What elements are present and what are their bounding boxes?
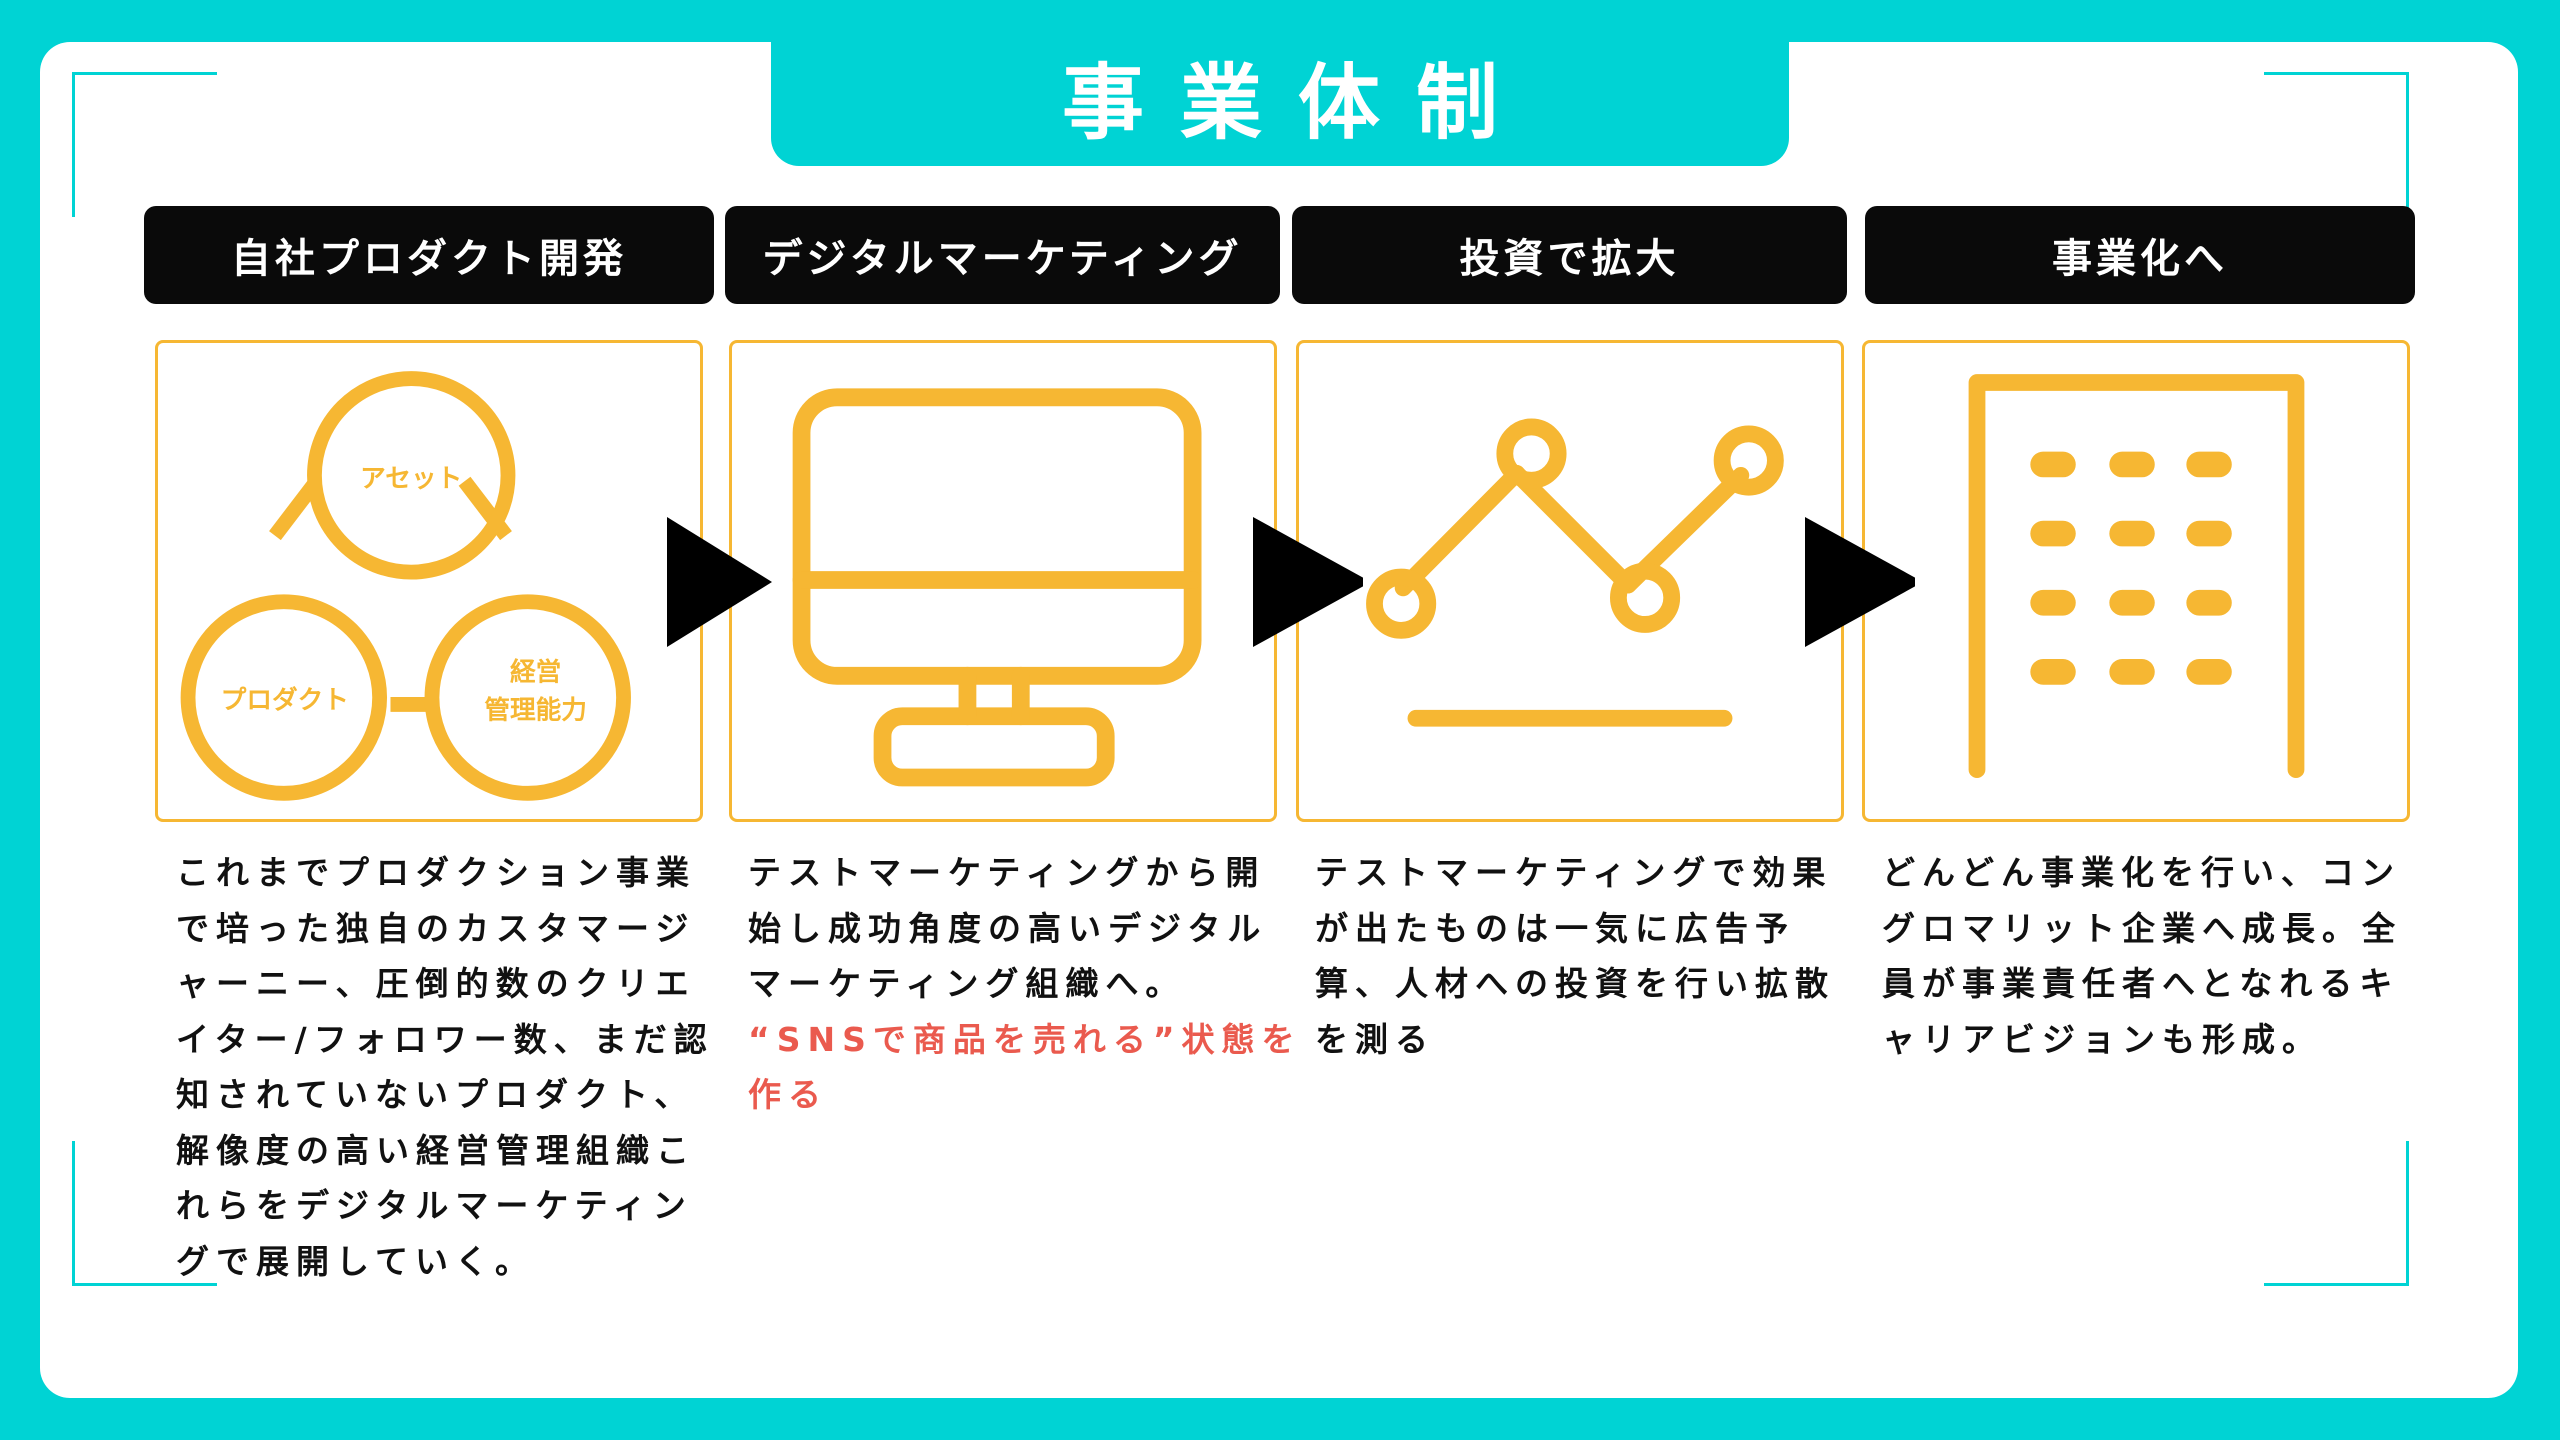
description-line: イター/フォロワー数、まだ認 [176, 1019, 714, 1059]
card-business [1862, 340, 2410, 822]
header-product-development: 自社プロダクト開発 [144, 206, 714, 304]
description-line: を測る [1315, 1019, 1435, 1059]
description-line: これまでプロダクション事業 [176, 853, 696, 892]
header-investment: 投資で拡大 [1292, 206, 1847, 304]
card-digital-marketing [729, 340, 1277, 822]
arrow-right-icon [1253, 517, 1363, 647]
description-line: グで展開していく。 [176, 1241, 536, 1281]
description-line: グロマリット企業へ成長。全 [1882, 908, 2402, 948]
description-line: 算、人材への投資を行い拡散 [1315, 964, 1835, 1003]
card-product-development: アセット プロダクト 経営 管理能力 [155, 340, 703, 822]
description-line: テストマーケティングで効果 [1315, 853, 1833, 892]
description-line: ャリアビジョンも形成。 [1882, 1019, 2322, 1059]
header-digital-marketing: デジタルマーケティング [725, 206, 1280, 304]
monitor-icon [792, 388, 1202, 787]
arrow-right-icon [1805, 517, 1915, 647]
description-line: テストマーケティングから開 [748, 853, 1266, 892]
corner-frame-top-right [2264, 72, 2409, 217]
description-line: れらをデジタルマーケティン [176, 1186, 693, 1225]
description-line: 始し成功角度の高いデジタル [748, 908, 1268, 948]
building-icon [1968, 374, 2305, 779]
circle-label-management-1: 経営 [510, 657, 561, 688]
corner-frame-bottom-right [2264, 1141, 2409, 1286]
description-line: マーケティング組織へ。 [748, 964, 1186, 1003]
description-digital-marketing: テストマーケティングから開 始し成功角度の高いデジタル マーケティング組織へ。 … [748, 845, 1302, 1123]
description-line: どんどん事業化を行い、コン [1882, 853, 2402, 892]
description-line: 知されていないプロダクト、 [176, 1075, 695, 1114]
description-product-development: これまでプロダクション事業 で培った独自のカスタマージ ャーニー、圧倒的数のクリ… [176, 845, 716, 1289]
highlight-line: “SNSで商品を売れる”状態を [748, 1019, 1302, 1059]
circle-label-product: プロダクト [221, 684, 349, 715]
three-circles-icon: アセット プロダクト 経営 管理能力 [180, 371, 631, 801]
page-title: 事業体制 [1061, 56, 1534, 151]
header-business: 事業化へ [1865, 206, 2415, 304]
circle-label-management-2: 管理能力 [484, 694, 587, 725]
corner-frame-top-left [72, 72, 217, 217]
description-investment: テストマーケティングで効果 が出たものは一気に広告予 算、人材への投資を行い拡散… [1315, 845, 1855, 1067]
highlight-line: 作る [748, 1075, 828, 1114]
description-line: が出たものは一気に広告予 [1315, 908, 1795, 948]
title-banner: 事業体制 [771, 42, 1789, 166]
description-line: ャーニー、圧倒的数のクリエ [176, 964, 696, 1003]
description-business: どんどん事業化を行い、コン グロマリット企業へ成長。全 員が事業責任者へとなれる… [1882, 845, 2422, 1067]
circle-label-asset: アセット [360, 464, 462, 494]
corner-frame-bottom-left [72, 1141, 217, 1286]
arrow-right-icon [667, 517, 772, 647]
description-line: 員が事業責任者へとなれるキ [1882, 964, 2400, 1003]
description-line: で培った独自のカスタマージ [176, 908, 696, 948]
description-line: 解像度の高い経営管理組織こ [176, 1130, 696, 1170]
growth-chart-icon [1366, 418, 1784, 727]
card-investment [1296, 340, 1844, 822]
